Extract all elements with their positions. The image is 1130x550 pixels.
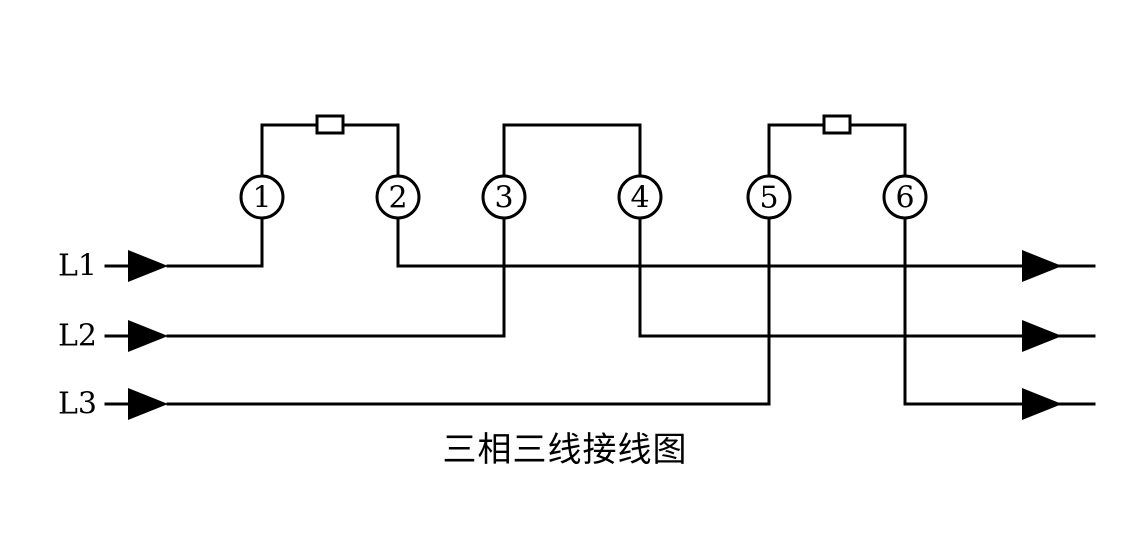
diagram-caption: 三相三线接线图: [442, 430, 688, 470]
line-label-l2: L2: [58, 319, 97, 354]
l1-output-arrow-icon: [1022, 250, 1062, 282]
l1-input-arrow-icon: [128, 250, 168, 282]
terminal-4: 4: [617, 174, 663, 220]
l3-output-arrow-icon: [1022, 388, 1062, 420]
resistor-5-6: [822, 114, 852, 135]
line-label-l1: L1: [58, 249, 97, 284]
terminal-2-label: 2: [388, 181, 407, 216]
terminal-6-label: 6: [895, 181, 914, 216]
l3-input-arrow-icon: [128, 388, 168, 420]
l3-output-wire: [903, 216, 1026, 406]
terminal-1: 1: [239, 174, 285, 220]
l2-input-arrow-icon: [128, 320, 168, 352]
terminal-5: 5: [746, 174, 792, 220]
terminal-3-label: 3: [494, 181, 513, 216]
l3-input-wire: [166, 216, 771, 406]
l2-output-arrow-icon: [1022, 320, 1062, 352]
resistor-1-2: [315, 114, 345, 135]
terminal-6: 6: [882, 174, 928, 220]
terminal-1-label: 1: [252, 181, 271, 216]
bridge-3-4: [502, 123, 642, 178]
l2-output-wire: [638, 216, 1026, 338]
terminal-2: 2: [375, 174, 421, 220]
terminal-5-label: 5: [759, 181, 778, 216]
line-label-l3: L3: [58, 387, 97, 422]
l1-input-wire: [166, 216, 264, 268]
terminal-4-label: 4: [630, 181, 649, 216]
l2-input-wire: [166, 216, 506, 338]
l1-output-wire: [396, 216, 1026, 268]
terminal-3: 3: [481, 174, 527, 220]
